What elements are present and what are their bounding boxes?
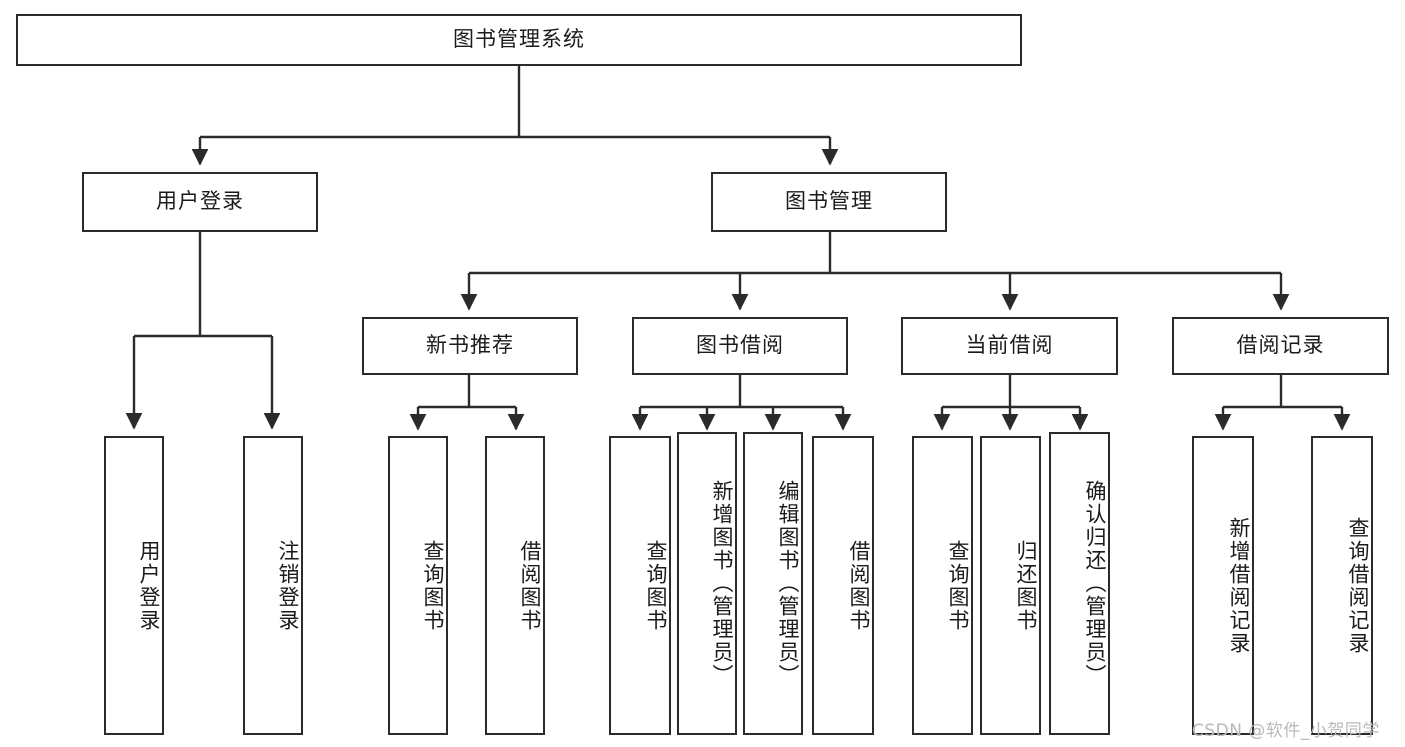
node-current-borrow-label: 当前借阅 bbox=[965, 333, 1054, 358]
leaf-query-book-borrow-label: 查询图书 bbox=[644, 539, 668, 632]
node-root-label: 图书管理系统 bbox=[453, 27, 585, 52]
leaf-confirm-return-admin-label: 确认归还（管理员） bbox=[1083, 480, 1107, 687]
leaf-add-borrow-record[interactable]: 新增借阅记录 bbox=[1192, 436, 1254, 735]
leaf-logout[interactable]: 注销登录 bbox=[243, 436, 303, 735]
leaf-borrow-book-borrow-label: 借阅图书 bbox=[847, 539, 871, 632]
leaf-return-book[interactable]: 归还图书 bbox=[980, 436, 1041, 735]
node-borrow-record-label: 借阅记录 bbox=[1236, 333, 1325, 358]
leaf-return-book-label: 归还图书 bbox=[1014, 539, 1038, 632]
leaf-borrow-book-recommend-label: 借阅图书 bbox=[518, 539, 542, 632]
node-user-login-label: 用户登录 bbox=[156, 189, 244, 214]
node-user-login[interactable]: 用户登录 bbox=[82, 172, 318, 232]
leaf-logout-label: 注销登录 bbox=[276, 539, 300, 632]
leaf-query-borrow-record-label: 查询借阅记录 bbox=[1346, 516, 1370, 655]
leaf-borrow-book-recommend[interactable]: 借阅图书 bbox=[485, 436, 545, 735]
csdn-watermark: CSDN @软件_小贺同学 bbox=[1192, 721, 1380, 741]
leaf-query-book-recommend[interactable]: 查询图书 bbox=[388, 436, 448, 735]
leaf-query-book-recommend-label: 查询图书 bbox=[421, 539, 445, 632]
node-new-book-recommend[interactable]: 新书推荐 bbox=[362, 317, 578, 375]
leaf-query-book-current[interactable]: 查询图书 bbox=[912, 436, 973, 735]
leaf-confirm-return-admin[interactable]: 确认归还（管理员） bbox=[1049, 432, 1110, 735]
leaf-edit-book-admin-label: 编辑图书（管理员） bbox=[776, 480, 800, 687]
leaf-query-borrow-record[interactable]: 查询借阅记录 bbox=[1311, 436, 1373, 735]
node-borrow-record[interactable]: 借阅记录 bbox=[1172, 317, 1389, 375]
leaf-borrow-book-borrow[interactable]: 借阅图书 bbox=[812, 436, 874, 735]
leaf-add-book-admin-label: 新增图书（管理员） bbox=[710, 480, 734, 687]
leaf-query-book-current-label: 查询图书 bbox=[946, 539, 970, 632]
node-book-borrow[interactable]: 图书借阅 bbox=[632, 317, 848, 375]
leaf-user-login-label: 用户登录 bbox=[137, 539, 161, 632]
node-book-manage-label: 图书管理 bbox=[785, 189, 873, 214]
leaf-add-book-admin[interactable]: 新增图书（管理员） bbox=[677, 432, 737, 735]
node-book-manage[interactable]: 图书管理 bbox=[711, 172, 947, 232]
node-new-book-recommend-label: 新书推荐 bbox=[426, 333, 514, 358]
leaf-add-borrow-record-label: 新增借阅记录 bbox=[1227, 516, 1251, 655]
leaf-user-login[interactable]: 用户登录 bbox=[104, 436, 164, 735]
node-current-borrow[interactable]: 当前借阅 bbox=[901, 317, 1118, 375]
node-root[interactable]: 图书管理系统 bbox=[16, 14, 1022, 66]
leaf-query-book-borrow[interactable]: 查询图书 bbox=[609, 436, 671, 735]
node-book-borrow-label: 图书借阅 bbox=[696, 333, 784, 358]
leaf-edit-book-admin[interactable]: 编辑图书（管理员） bbox=[743, 432, 803, 735]
